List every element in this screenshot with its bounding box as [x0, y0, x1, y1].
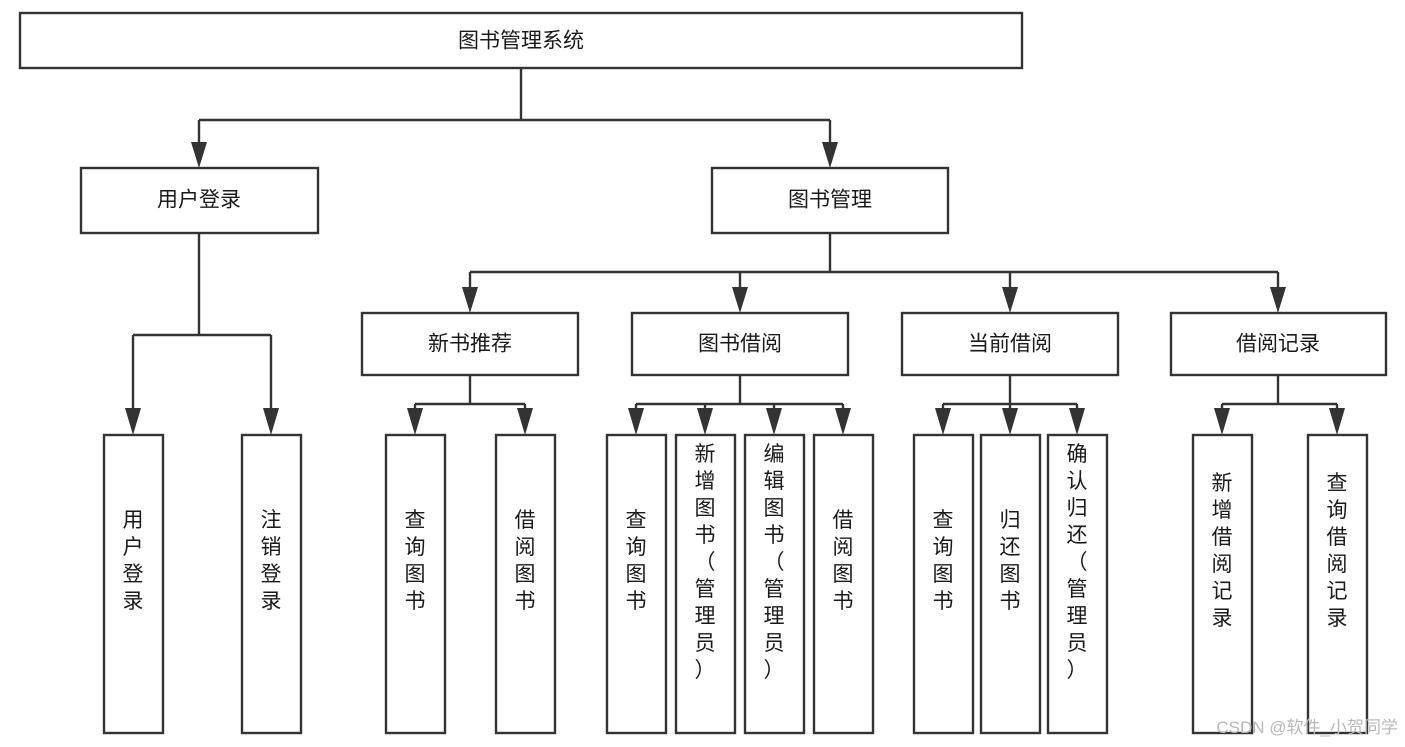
node-book-borrow-label: 图书借阅 — [698, 333, 782, 356]
node-leaf-return-book-label: 归还图书 — [1000, 509, 1021, 613]
arrow-to-borrow-record — [1270, 287, 1286, 313]
connector-group-current-borrow — [935, 375, 1085, 435]
arrow-to-book-manage — [822, 142, 838, 168]
node-leaf-query-book-2-box[interactable] — [605, 433, 668, 735]
node-book-manage[interactable]: 图书管理 — [710, 166, 950, 235]
node-leaf-return-book-box[interactable] — [979, 433, 1042, 735]
node-user-login-label: 用户登录 — [157, 189, 241, 212]
node-leaf-add-book-box[interactable] — [674, 433, 737, 735]
node-leaf-edit-book[interactable]: 编辑图书（管理员） — [743, 433, 806, 735]
arrow-to-current-borrow — [1002, 287, 1018, 313]
node-leaf-query-book-1-box[interactable] — [384, 433, 447, 735]
node-new-book-rec[interactable]: 新书推荐 — [360, 311, 580, 377]
node-leaf-logout-login-box[interactable] — [240, 433, 303, 735]
node-leaf-query-book-1-label: 查询图书 — [405, 509, 426, 613]
node-leaf-user-login-label: 用户登录 — [123, 509, 144, 613]
arrow-to-leaf-query-book-2 — [628, 408, 644, 435]
node-user-login[interactable]: 用户登录 — [79, 166, 320, 235]
connector-group-borrow-record — [1214, 375, 1345, 435]
arrow-to-leaf-query-book-1 — [407, 408, 423, 435]
node-current-borrow[interactable]: 当前借阅 — [900, 311, 1120, 377]
node-leaf-query-book-2[interactable]: 查询图书 — [605, 433, 668, 735]
node-current-borrow-box[interactable] — [900, 311, 1120, 377]
connector-group-book-borrow — [628, 375, 851, 435]
node-leaf-query-book-2-label: 查询图书 — [626, 509, 647, 613]
node-leaf-confirm-return-label: 确认归还（管理员） — [1067, 443, 1088, 682]
node-root[interactable]: 图书管理系统 — [18, 11, 1024, 70]
node-leaf-borrow-book-1-label: 借阅图书 — [515, 509, 536, 613]
node-book-borrow[interactable]: 图书借阅 — [630, 311, 850, 377]
arrow-to-leaf-confirm-return — [1069, 408, 1085, 435]
node-leaf-return-book[interactable]: 归还图书 — [979, 433, 1042, 735]
node-leaf-edit-book-label: 编辑图书（管理员） — [764, 443, 785, 682]
node-leaf-add-record-label: 新增借阅记录 — [1212, 472, 1233, 630]
node-book-manage-label: 图书管理 — [788, 189, 872, 212]
arrow-to-leaf-borrow-book-1 — [517, 408, 533, 435]
node-leaf-query-record-box[interactable] — [1306, 433, 1369, 735]
node-leaf-add-book[interactable]: 新增图书（管理员） — [674, 433, 737, 735]
node-leaf-edit-book-box[interactable] — [743, 433, 806, 735]
node-leaf-borrow-book-2-box[interactable] — [812, 433, 875, 735]
node-leaf-query-book-1[interactable]: 查询图书 — [384, 433, 447, 735]
node-leaf-borrow-book-1[interactable]: 借阅图书 — [494, 433, 557, 735]
node-user-login-box[interactable] — [79, 166, 320, 235]
node-leaf-add-record-box[interactable] — [1191, 433, 1254, 735]
connector-group-book-manage — [462, 233, 1286, 313]
node-borrow-record-box[interactable] — [1169, 311, 1388, 377]
node-borrow-record-label: 借阅记录 — [1236, 333, 1320, 356]
node-book-borrow-box[interactable] — [630, 311, 850, 377]
node-leaf-borrow-book-1-box[interactable] — [494, 433, 557, 735]
node-leaf-user-login-box[interactable] — [102, 433, 165, 735]
connector-group-root — [191, 68, 838, 168]
arrow-to-leaf-add-record — [1214, 408, 1230, 435]
node-new-book-rec-box[interactable] — [360, 311, 580, 377]
node-leaf-query-record-label: 查询借阅记录 — [1327, 472, 1348, 630]
node-leaf-query-book-3[interactable]: 查询图书 — [912, 433, 975, 735]
node-leaf-query-record[interactable]: 查询借阅记录 — [1306, 433, 1369, 735]
node-leaf-confirm-return-box[interactable] — [1046, 433, 1109, 735]
node-root-label: 图书管理系统 — [458, 30, 584, 53]
csdn-watermark: CSDN @软件_小贺同学 — [1216, 718, 1398, 737]
arrow-to-user-login — [191, 142, 207, 168]
arrow-to-leaf-query-book-3 — [935, 408, 951, 435]
node-leaf-borrow-book-2[interactable]: 借阅图书 — [812, 433, 875, 735]
node-leaf-logout-login[interactable]: 注销登录 — [240, 433, 303, 735]
node-leaf-confirm-return[interactable]: 确认归还（管理员） — [1046, 433, 1109, 735]
arrow-to-new-book-rec — [462, 287, 478, 313]
arrow-to-leaf-add-book — [697, 408, 713, 435]
arrow-to-leaf-user-login — [125, 408, 141, 435]
node-leaf-query-book-3-box[interactable] — [912, 433, 975, 735]
node-leaf-add-book-label: 新增图书（管理员） — [695, 443, 716, 682]
connector-group-user-login — [125, 233, 279, 435]
arrow-to-book-borrow — [732, 287, 748, 313]
arrow-to-leaf-edit-book — [766, 408, 782, 435]
node-current-borrow-label: 当前借阅 — [968, 333, 1052, 356]
node-leaf-add-record[interactable]: 新增借阅记录 — [1191, 433, 1254, 735]
node-leaf-logout-login-label: 注销登录 — [261, 509, 282, 613]
arrow-to-leaf-logout-login — [263, 408, 279, 435]
node-root-box[interactable] — [18, 11, 1024, 70]
arrow-to-leaf-return-book — [1002, 408, 1018, 435]
connector-group-new-book-rec — [407, 375, 533, 435]
arrow-to-leaf-borrow-book-2 — [835, 408, 851, 435]
node-leaf-user-login[interactable]: 用户登录 — [102, 433, 165, 735]
node-new-book-rec-label: 新书推荐 — [428, 333, 512, 356]
node-borrow-record[interactable]: 借阅记录 — [1169, 311, 1388, 377]
node-leaf-query-book-3-label: 查询图书 — [933, 509, 954, 613]
node-book-manage-box[interactable] — [710, 166, 950, 235]
arrow-to-leaf-query-record — [1329, 408, 1345, 435]
node-leaf-borrow-book-2-label: 借阅图书 — [833, 509, 854, 613]
